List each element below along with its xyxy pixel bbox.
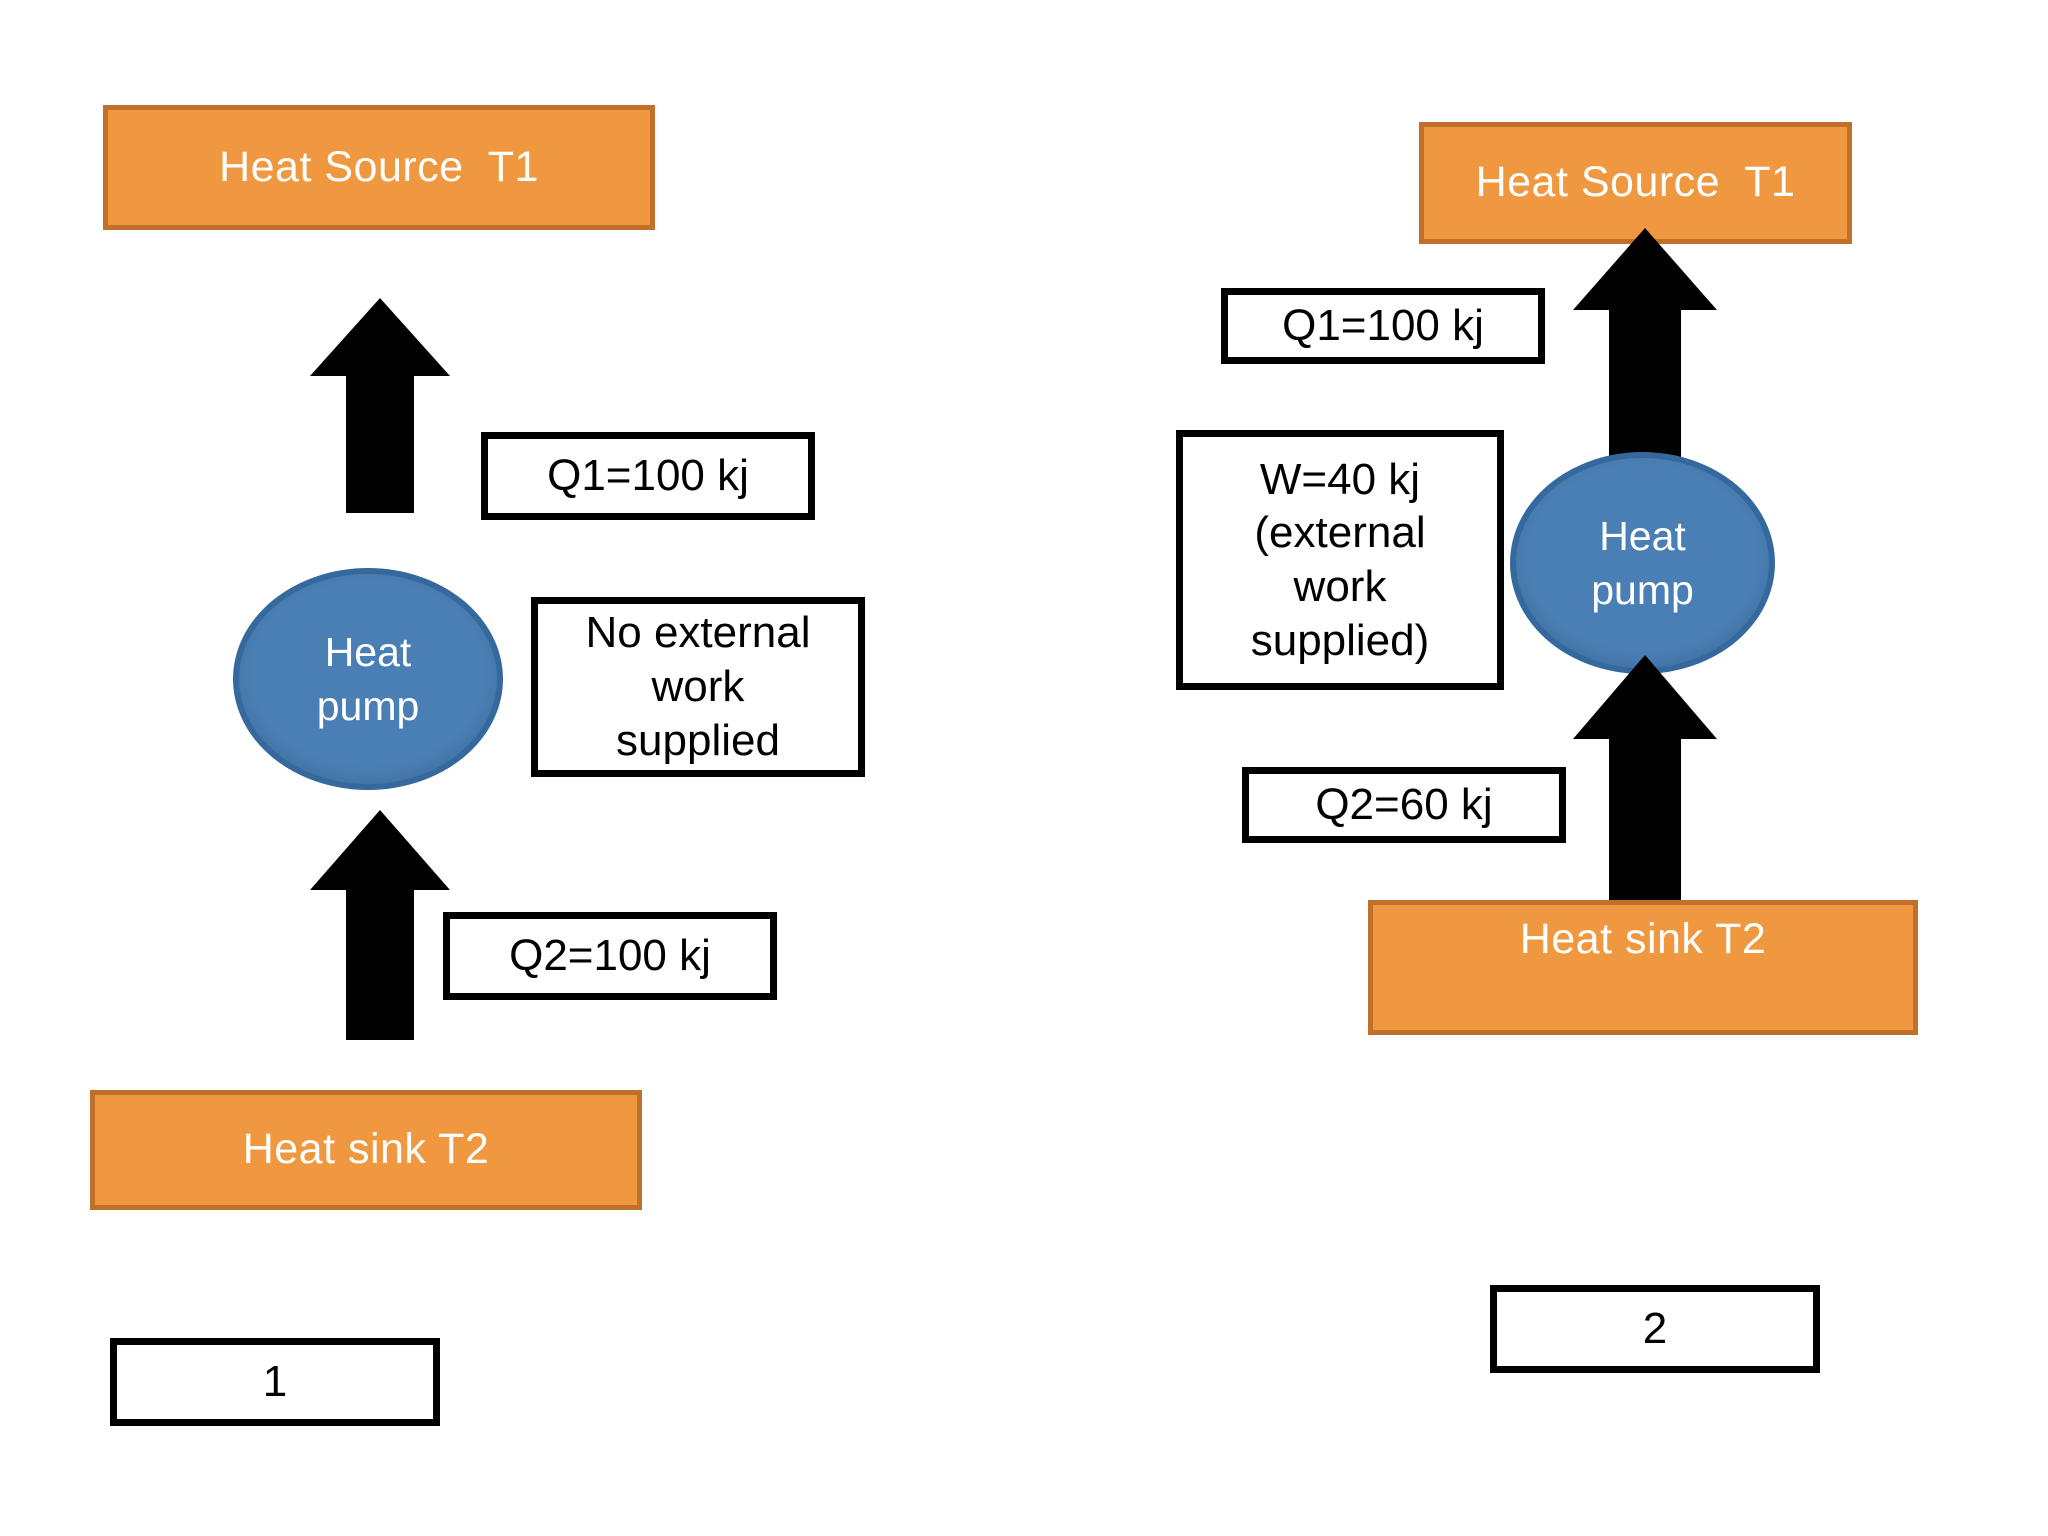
q2-label-box-2: Q2=60 kj <box>1242 767 1566 843</box>
work-note-box-1: No external work supplied <box>531 597 865 777</box>
heat-pump-label-line2: pump <box>1591 567 1694 613</box>
heat-flow-arrow-q1-1 <box>310 298 450 513</box>
heat-source-block-1: Heat Source T1 <box>103 105 655 230</box>
heat-flow-arrow-q2-2 <box>1573 655 1717 900</box>
heat-pump-label-line1: Heat <box>324 628 412 675</box>
heat-source-block-2: Heat Source T1 <box>1419 122 1852 244</box>
heat-pump-ellipse-1: Heat pump <box>233 568 503 790</box>
figure-number-box-2: 2 <box>1490 1285 1820 1373</box>
q1-label-box-1: Q1=100 kj <box>481 432 815 520</box>
q1-label-box-2: Q1=100 kj <box>1221 288 1545 364</box>
work-note-box-2: W=40 kj (external work supplied) <box>1176 430 1504 690</box>
heat-flow-arrow-q2-1 <box>310 810 450 1040</box>
heat-pump-label-line1: Heat <box>1599 512 1686 559</box>
heat-sink-block-1: Heat sink T2 <box>90 1090 642 1210</box>
q2-label-box-1: Q2=100 kj <box>443 912 777 1000</box>
heat-sink-block-2: Heat sink T2 <box>1368 900 1918 1035</box>
heat-pump-label-line2: pump <box>316 683 420 729</box>
heat-flow-arrow-q1-2 <box>1573 228 1717 460</box>
heat-pump-ellipse-2: Heat pump <box>1510 452 1775 674</box>
figure-number-box-1: 1 <box>110 1338 440 1426</box>
